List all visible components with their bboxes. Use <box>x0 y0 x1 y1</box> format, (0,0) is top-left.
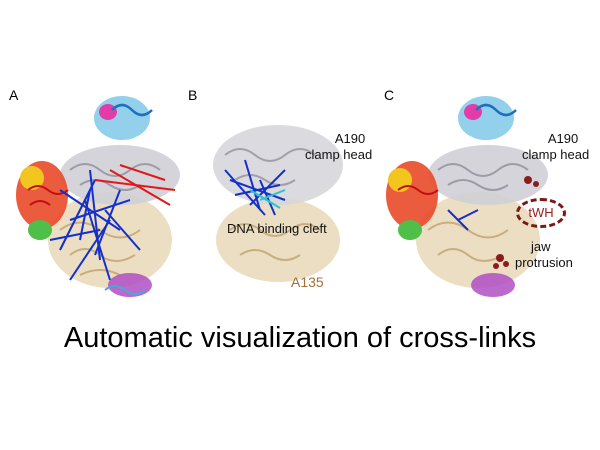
caption-title: Automatic visualization of cross-links <box>63 322 537 354</box>
crosslinks-blue <box>447 209 479 231</box>
bottom-domain-ribbon <box>471 273 515 297</box>
label-clamp-head-b: clamp head <box>305 147 373 162</box>
bottom-domain-ribbon <box>104 273 152 297</box>
left-domain-ribbon <box>16 161 69 240</box>
crosslinks-blue <box>224 159 286 216</box>
crosslinks-red <box>94 164 176 206</box>
label-protrusion: protrusion <box>515 255 573 270</box>
top-domain-ribbon <box>94 96 153 140</box>
panel-letter-a: A <box>9 87 19 103</box>
structure-panel-c <box>386 96 548 297</box>
a190-subunit-ribbon <box>428 145 548 205</box>
crosslinks-blue <box>49 169 141 281</box>
label-twh-dashed-oval: tWH <box>516 198 566 228</box>
label-clamp-head-c: clamp head <box>522 147 590 162</box>
structure-panel-a <box>16 96 180 297</box>
label-a190-c: A190 <box>547 131 579 146</box>
highlighted-residues <box>493 176 539 269</box>
label-a135: A135 <box>291 274 324 290</box>
panel-letter-b: B <box>188 87 198 103</box>
structure-panel-b <box>213 125 343 282</box>
panel-letter-c: C <box>384 87 395 103</box>
a135-subunit-ribbon <box>216 198 340 282</box>
label-jaw: jaw <box>531 239 551 254</box>
label-a190-b: A190 <box>334 131 366 146</box>
label-dna-binding-cleft: DNA binding cleft <box>227 221 327 236</box>
crosslinks-cyan <box>249 189 286 209</box>
left-domain-ribbon <box>386 161 439 240</box>
top-domain-ribbon <box>458 96 517 140</box>
